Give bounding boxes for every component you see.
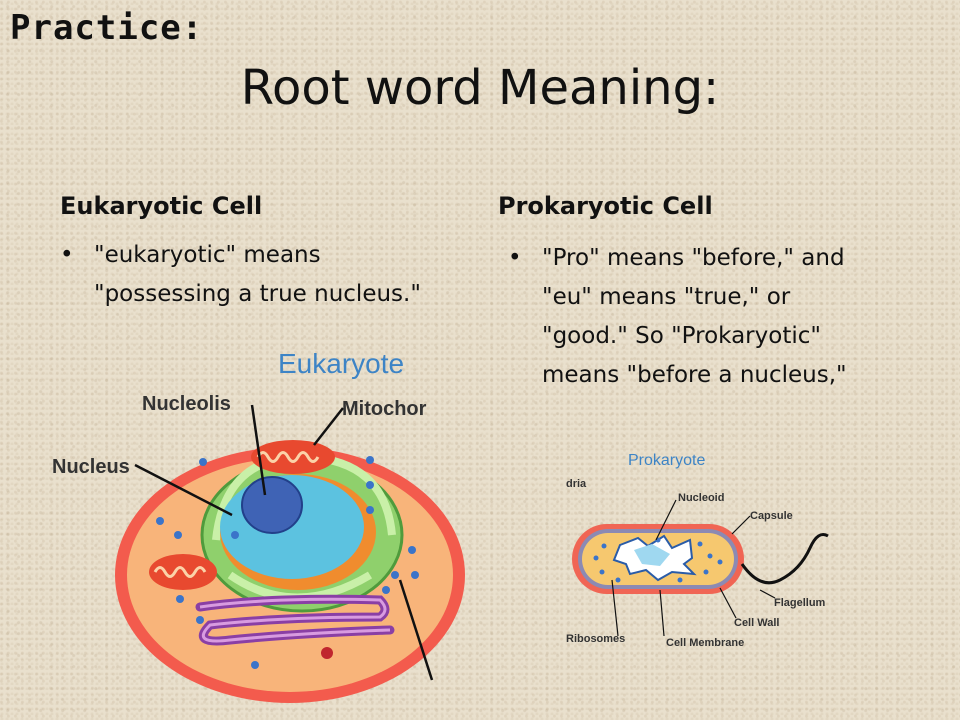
ribosome-dots [156, 456, 419, 669]
label-cell-wall: Cell Wall [734, 617, 779, 629]
label-nucleolis: Nucleolis [142, 393, 231, 415]
nucleolus-shape [241, 476, 303, 534]
practice-label: Practice: [10, 8, 204, 48]
prokaryote-title: Prokaryote [628, 452, 705, 469]
ribosome-dots [593, 537, 723, 583]
vesicle-shape [321, 647, 333, 659]
label-ribosomes: Ribosomes [566, 633, 625, 645]
prokaryotic-bullet: • "Pro" means "before," and "eu" means "… [508, 239, 847, 395]
label-dria: dria [566, 478, 587, 490]
eukaryotic-heading: Eukaryotic Cell [60, 192, 263, 220]
mitochondrion-shape [149, 554, 217, 590]
bullet-line: "good." So "Prokaryotic" [542, 323, 821, 349]
prokaryotic-heading: Prokaryotic Cell [498, 192, 713, 220]
label-capsule: Capsule [750, 510, 793, 522]
bullet-line: "eu" means "true," or [542, 284, 791, 310]
bullet-line: "eukaryotic" means [94, 242, 321, 268]
leader-line [719, 587, 737, 619]
leader-line [731, 515, 751, 535]
leader-line [134, 463, 233, 517]
leader-line [659, 589, 665, 637]
bullet-dot: • [60, 242, 74, 268]
leader-line [759, 589, 776, 599]
bullet-line: "Pro" means "before," and [542, 245, 845, 271]
leader-line [655, 499, 677, 541]
label-cell-membrane: Cell Membrane [666, 637, 744, 649]
label-mitochor: Mitochor [342, 398, 427, 420]
leader-line [398, 579, 434, 681]
slide-title: Root word Meaning: [240, 60, 720, 116]
label-nucleoid: Nucleoid [678, 492, 724, 504]
label-flagellum: Flagellum [774, 597, 826, 609]
nucleoid-dna-shape [634, 544, 670, 566]
eukaryote-diagram: Eukaryote Nucleolis Mitochor Nucleus [52, 348, 465, 703]
golgi-highlight-shape [199, 597, 391, 643]
mitochondrion-cristae-shape [153, 566, 207, 578]
bullet-line: "possessing a true nucleus." [94, 281, 421, 307]
mitochondrion-cristae-shape [256, 451, 320, 463]
leader-line [250, 404, 267, 496]
bullet-dot: • [508, 245, 522, 271]
bullet-line: means "before a nucleus," [542, 362, 847, 388]
leader-line [313, 407, 344, 446]
flagellum-shape [740, 533, 829, 585]
label-nucleus: Nucleus [52, 456, 130, 478]
prokaryote-diagram: Prokaryote dria Nucleoid Capsule Flagell… [566, 452, 829, 649]
mitochondrion-shape [251, 440, 335, 474]
eukaryotic-bullet: • "eukaryotic" means "possessing a true … [60, 236, 421, 314]
leader-line [611, 579, 619, 637]
eukaryote-title: Eukaryote [278, 348, 404, 379]
